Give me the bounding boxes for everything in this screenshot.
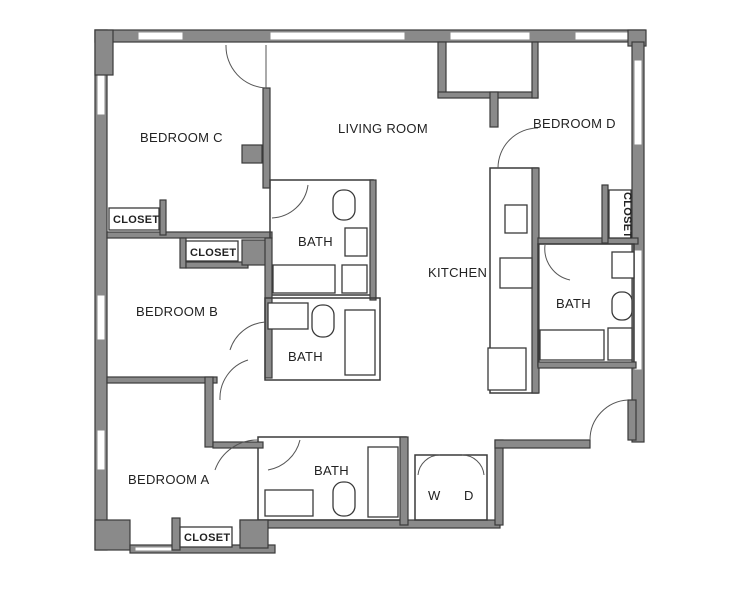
sink-1: [344, 227, 368, 257]
laundry-labels: W D: [428, 488, 474, 503]
toilet-3: [611, 291, 633, 321]
closet-label-c: CLOSET: [113, 214, 159, 226]
range: [499, 257, 533, 289]
room-label-bath-bottom: BATH: [314, 463, 349, 478]
closet-label-d: CLOSET: [621, 192, 633, 238]
room-label-bath-upper-left: BATH: [298, 234, 333, 249]
closet-labels: CLOSET CLOSET CLOSET CLOSET: [108, 189, 633, 548]
toilet-2: [311, 304, 335, 338]
kitchen-sink: [504, 204, 528, 234]
sink-2: [267, 302, 309, 330]
dryer-label: D: [464, 488, 474, 503]
room-label-bedroom-a: BEDROOM A: [128, 472, 209, 487]
toilet-1: [332, 189, 356, 221]
washer-label: W: [428, 488, 441, 503]
tub-4: [367, 446, 399, 518]
room-label-bedroom-d: BEDROOM D: [533, 116, 616, 131]
closet-label-a: CLOSET: [184, 532, 230, 544]
sink-3: [611, 251, 635, 279]
closet-label-b: CLOSET: [190, 247, 236, 259]
fridge: [487, 347, 527, 391]
vanity-1: [341, 264, 368, 294]
room-label-bath-right: BATH: [556, 296, 591, 311]
tub-1: [272, 264, 336, 294]
toilet-4: [332, 481, 356, 517]
vanity-3: [607, 327, 633, 361]
fixtures: [264, 189, 635, 518]
room-label-bedroom-b: BEDROOM B: [136, 304, 218, 319]
sink-4: [264, 489, 314, 517]
room-labels: BEDROOM C LIVING ROOM BEDROOM D KITCHEN …: [128, 116, 616, 487]
room-label-kitchen: KITCHEN: [428, 265, 487, 280]
room-label-living-room: LIVING ROOM: [338, 121, 428, 136]
room-label-bedroom-c: BEDROOM C: [140, 130, 223, 145]
tub-3: [539, 329, 605, 361]
room-label-bath-middle-left: BATH: [288, 349, 323, 364]
tub-2: [344, 309, 376, 376]
door-swings: [214, 44, 629, 476]
